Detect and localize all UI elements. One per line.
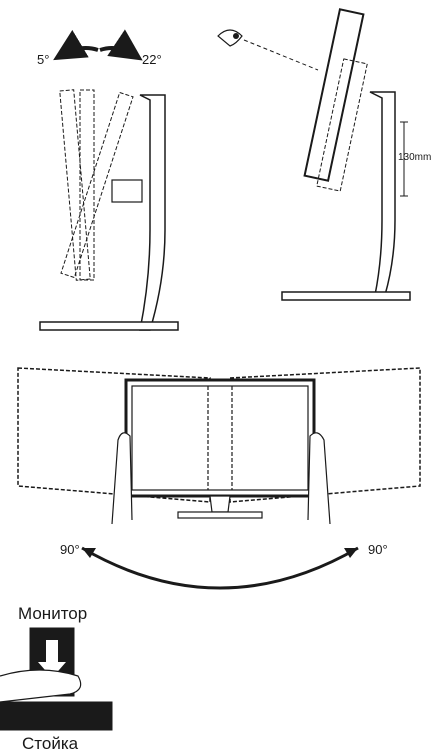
tilt-front-angle-label: 5° — [37, 52, 50, 67]
tilt-dashed-panel-2 — [60, 91, 134, 279]
stand-label: Стойка — [22, 734, 79, 753]
tilt-back-arrow — [99, 29, 143, 61]
monitor-label: Монитор — [18, 604, 88, 623]
tilt-back-angle-label: 22° — [142, 52, 162, 67]
height-diagram — [217, 8, 411, 301]
tilt-forward-arrow — [53, 29, 99, 61]
height-stand-base — [281, 291, 411, 301]
swivel-left-angle-label: 90° — [60, 542, 80, 557]
sight-line — [243, 39, 319, 71]
install-diagram — [0, 627, 113, 731]
left-hand — [111, 432, 133, 525]
tilt-hinge — [111, 179, 143, 203]
tilt-stand-neck — [139, 94, 166, 331]
swivel-arrow — [81, 546, 359, 590]
swivel-front-monitor — [124, 378, 316, 498]
swivel-stand — [209, 495, 231, 513]
tilt-stand-base — [39, 321, 179, 331]
swivel-diagram — [17, 367, 421, 590]
height-monitor-panel — [303, 8, 365, 182]
height-range-label: 130mm — [398, 152, 432, 163]
install-hand — [0, 669, 82, 703]
height-dashed-panel — [316, 58, 368, 192]
swivel-stand-base — [177, 511, 263, 519]
tilt-diagram — [39, 29, 179, 331]
swivel-left-panel — [17, 367, 211, 503]
height-stand-neck — [369, 91, 396, 296]
eye-icon — [217, 29, 243, 47]
tilt-dashed-panel-3 — [79, 89, 95, 281]
down-arrow-icon — [38, 640, 66, 678]
install-stand-block — [0, 701, 113, 731]
tilt-dashed-panel-1 — [59, 89, 91, 281]
right-hand — [307, 432, 331, 525]
swivel-right-angle-label: 90° — [368, 542, 388, 557]
